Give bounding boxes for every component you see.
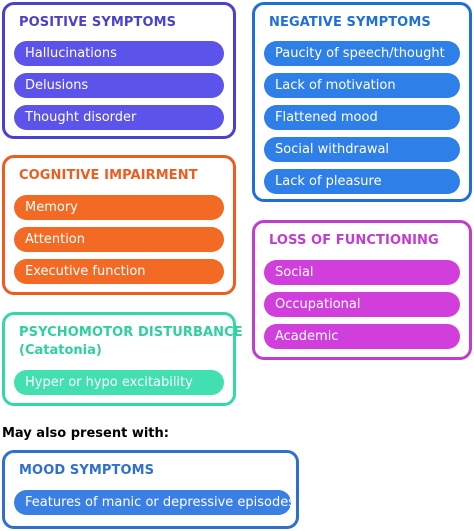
cognitive-item-attention: Attention	[14, 227, 224, 252]
positive-item-thought-disorder: Thought disorder	[14, 105, 224, 130]
psychomotor-disturbance-subtitle: (Catatonia)	[19, 343, 102, 358]
functioning-item-social: Social	[264, 260, 460, 285]
positive-symptoms-title: POSITIVE SYMPTOMS	[19, 15, 177, 30]
mood-symptoms-box: MOOD SYMPTOMS Features of manic or depre…	[2, 450, 299, 529]
negative-item-motivation: Lack of motivation	[264, 73, 460, 98]
psychomotor-item-excitability: Hyper or hypo excitability	[14, 370, 224, 395]
cognitive-impairment-box: COGNITIVE IMPAIRMENT Memory Attention Ex…	[2, 155, 236, 295]
negative-item-paucity: Paucity of speech/thought	[264, 41, 460, 66]
negative-item-social-withdrawal: Social withdrawal	[264, 137, 460, 162]
functioning-item-academic: Academic	[264, 324, 460, 349]
negative-symptoms-title: NEGATIVE SYMPTOMS	[269, 15, 431, 30]
functioning-item-occupational: Occupational	[264, 292, 460, 317]
negative-symptoms-box: NEGATIVE SYMPTOMS Paucity of speech/thou…	[252, 2, 472, 202]
positive-item-delusions: Delusions	[14, 73, 224, 98]
mood-item-features: Features of manic or depressive episodes	[14, 490, 295, 515]
negative-item-flattened-mood: Flattened mood	[264, 105, 460, 130]
negative-item-lack-of-pleasure: Lack of pleasure	[264, 169, 460, 194]
cognitive-item-memory: Memory	[14, 195, 224, 220]
cognitive-item-executive-function: Executive function	[14, 259, 224, 284]
psychomotor-disturbance-box: PSYCHOMOTOR DISTURBANCE (Catatonia) Hype…	[2, 312, 243, 406]
psychomotor-disturbance-title: PSYCHOMOTOR DISTURBANCE	[19, 325, 243, 340]
also-present-label: May also present with:	[2, 426, 169, 441]
positive-item-hallucinations: Hallucinations	[14, 41, 224, 66]
loss-of-functioning-box: LOSS OF FUNCTIONING Social Occupational …	[252, 220, 472, 360]
loss-of-functioning-title: LOSS OF FUNCTIONING	[269, 233, 439, 248]
cognitive-impairment-title: COGNITIVE IMPAIRMENT	[19, 168, 198, 183]
positive-symptoms-box: POSITIVE SYMPTOMS Hallucinations Delusio…	[2, 2, 236, 139]
mood-symptoms-title: MOOD SYMPTOMS	[19, 463, 155, 478]
